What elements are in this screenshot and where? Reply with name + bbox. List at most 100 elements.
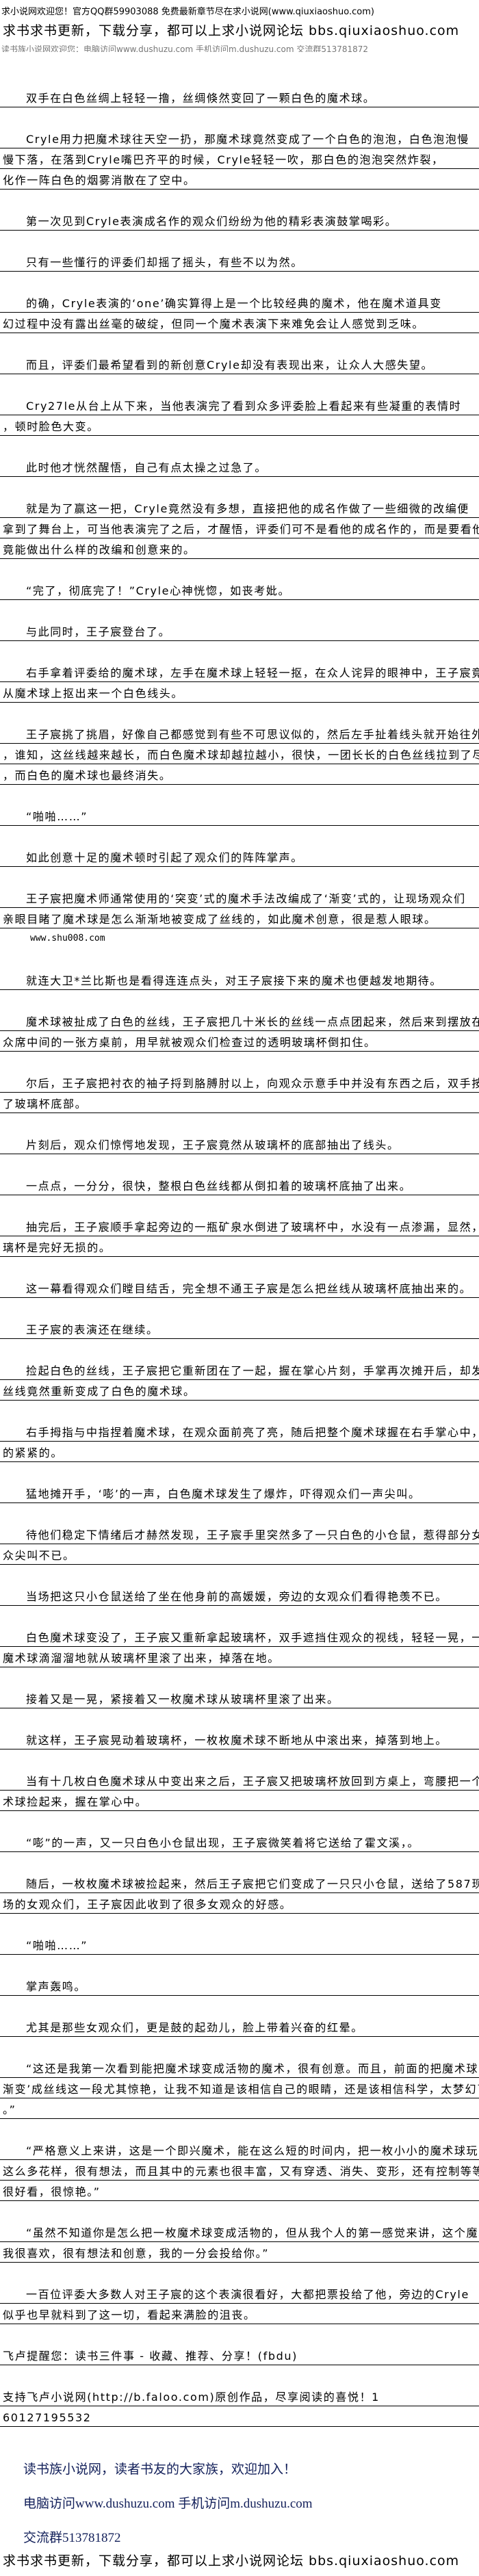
paragraph: 抽完后，王子宸顺手拿起旁边的一瓶矿泉水倒进了玻璃杯中，水没有一点渗漏，显然，玻璃… <box>0 1216 479 1257</box>
text-line: 抽完后，王子宸顺手拿起旁边的一瓶矿泉水倒进了玻璃杯中，水没有一点渗漏，显然，玻 <box>0 1216 479 1236</box>
paragraph: 这一幕看得观众们瞠目结舌，完全想不通王子宸是怎么把丝线从玻璃杯底抽出来的。 <box>0 1277 479 1298</box>
paragraph: 王子宸挑了挑眉，好像自己都感觉到有些不可思议似的，然后左手扯着线头就开始往外拉，… <box>0 723 479 785</box>
promo-line-2: 电脑访问www.dushuzu.com 手机访问m.dushuzu.com <box>23 2497 313 2511</box>
text-line: 当有十几枚白色魔术球从中变出来之后，王子宸又把玻璃杯放回到方桌上，弯腰把一个魔 <box>0 1770 479 1791</box>
paragraph: 王子宸的表演还在继续。 <box>0 1318 479 1339</box>
text-line: 就这样，王子宸晃动着玻璃杯，一枚枚魔术球不断地从中滚出来，掉落到地上。 <box>0 1729 479 1749</box>
text-line: 从魔术球上抠出来一个白色线头。 <box>0 682 479 703</box>
text-line: 待他们稳定下情绪后才赫然发现，王子宸手里突然多了一只白色的小仓鼠，惹得部分女观 <box>0 1524 479 1544</box>
paragraph: 就这样，王子宸晃动着玻璃杯，一枚枚魔术球不断地从中滚出来，掉落到地上。 <box>0 1729 479 1749</box>
text-line: 的紧紧的。 <box>0 1442 479 1462</box>
paragraph: “啪啪……” <box>0 805 479 826</box>
text-line: Cryle用力把魔术球往天空一扔，那魔术球竟然变成了一个白色的泡泡，白色泡泡慢 <box>0 128 479 148</box>
text-line: 似乎也早就料到了这一切，看起来满脸的沮丧。 <box>0 2304 479 2324</box>
text-line: 亲眼目睹了魔术球是怎么渐渐地被变成了丝线的，如此魔术创意，很是惹人眼球。 <box>0 908 479 928</box>
paragraph: 当有十几枚白色魔术球从中变出来之后，王子宸又把玻璃杯放回到方桌上，弯腰把一个魔术… <box>0 1770 479 1811</box>
text-line: “啪啪……” <box>0 1934 479 1955</box>
paragraph: 只有一些懂行的评委们却摇了摇头，有些不以为然。 <box>0 251 479 272</box>
text-line: 接着又是一晃，紧接着又一枚魔术球从玻璃杯里滚了出来。 <box>0 1688 479 1708</box>
site-welcome-banner: 求小说网欢迎您！官方QQ群59903088 免费最新章节尽在求小说网(www.q… <box>1 7 374 17</box>
paragraph: 双手在白色丝绸上轻轻一撸，丝绸倏然变回了一颗白色的魔术球。 <box>0 87 479 107</box>
text-line: 一点点，一分分，很快，整根白色丝线都从倒扣着的玻璃杯底抽了出来。 <box>0 1175 479 1195</box>
text-line: 一百位评委大多数人对王子宸的这个表演很看好，大都把票投给了他，旁边的Cryle <box>0 2283 479 2304</box>
text-line: 。” <box>0 2098 479 2119</box>
promo-line-3: 交流群513781872 <box>23 2531 121 2545</box>
text-line: “完了，彻底完了！”Cryle心神恍惚，如丧考妣。 <box>0 580 479 600</box>
text-line: 了玻璃杯底部。 <box>0 1093 479 1113</box>
paragraph: 捡起白色的丝线，王子宸把它重新团在了一起，握在掌心片刻，手掌再次摊开后，却发现丝… <box>0 1359 479 1401</box>
paragraph: 此时他才恍然醒悟，自己有点太操之过急了。 <box>0 456 479 477</box>
text-line: 随后，一枚枚魔术球被捡起来，然后王子宸把它们变成了一只只小仓鼠，送给了587现 <box>0 1873 479 1893</box>
text-line: 只有一些懂行的评委们却摇了摇头，有些不以为然。 <box>0 251 479 272</box>
text-line: 场的女观众们，王子宸因此收到了很多女观众的好感。 <box>0 1893 479 1914</box>
text-line: “严格意义上来讲，这是一个即兴魔术，能在这么短的时间内，把一枚小小的魔术球玩出 <box>0 2139 479 2160</box>
paragraph: 而且，评委们最希望看到的新创意Cryle却没有表现出来，让众人大感失望。 <box>0 354 479 374</box>
text-line: 这一幕看得观众们瞠目结舌，完全想不通王子宸是怎么把丝线从玻璃杯底抽出来的。 <box>0 1277 479 1298</box>
text-line: 支持飞卢小说网(http://b.faloo.com)原创作品，尽享阅读的喜悦！… <box>0 2386 479 2406</box>
text-line: 王子宸的表演还在继续。 <box>0 1318 479 1339</box>
text-line: 魔术球被扯成了白色的丝线，王子宸把几十米长的丝线一点点团起来，然后来到摆放在观 <box>0 1011 479 1031</box>
paragraph: “虽然不知道你是怎么把一枚魔术球变成活物的，但从我个人的第一感觉来讲，这个魔术我… <box>0 2222 479 2263</box>
text-line: 就连大卫*兰比斯也是看得连连点头，对王子宸接下来的魔术也便越发地期待。 <box>0 970 479 990</box>
text-line: ，谁知，这丝线越来越长，而白色魔术球却越拉越小，很快，一团长长的白色丝线拉到了尽… <box>0 744 479 764</box>
paragraph: 掌声轰鸣。 <box>0 1975 479 1996</box>
paragraph: “嘭”的一声，又一只白色小仓鼠出现，王子宸微笑着将它送给了霍文溪，。 <box>0 1832 479 1852</box>
paragraph: 当场把这只小仓鼠送给了坐在他身前的高媛媛，旁边的女观众们看得艳羡不已。 <box>0 1585 479 1606</box>
text-line: 猛地摊开手，‘嘭’的一声，白色魔术球发生了爆炸，吓得观众们一声尖叫。 <box>0 1483 479 1503</box>
paragraph: “严格意义上来讲，这是一个即兴魔术，能在这么短的时间内，把一枚小小的魔术球玩出这… <box>0 2139 479 2201</box>
text-line: “嘭”的一声，又一只白色小仓鼠出现，王子宸微笑着将它送给了霍文溪，。 <box>0 1832 479 1852</box>
promo-line-1: 读书族小说网，读者书友的大家族，欢迎加入！ <box>23 2462 297 2477</box>
text-line: Cry27le从台上从下来，当他表演完了看到众多评委脸上看起来有些凝重的表情时 <box>0 395 479 415</box>
paragraph: 王子宸把魔术师通常使用的‘突变’式的魔术手法改编成了‘渐变’式的，让现场观众们亲… <box>0 887 479 928</box>
paragraph: 就是为了赢这一把，Cryle竟然没有多想，直接把他的成名作做了一些细微的改编便拿… <box>0 497 479 559</box>
text-line: 璃杯是完好无损的。 <box>0 1236 479 1257</box>
text-line: 此时他才恍然醒悟，自己有点太操之过急了。 <box>0 456 479 477</box>
paragraph: 待他们稳定下情绪后才赫然发现，王子宸手里突然多了一只白色的小仓鼠，惹得部分女观众… <box>0 1524 479 1565</box>
paragraph: 尤其是那些女观众们，更是鼓的起劲儿，脸上带着兴奋的红晕。 <box>0 2016 479 2037</box>
text-line: 魔术球滴溜溜地就从玻璃杯里滚了出来，掉落在地。 <box>0 1647 479 1667</box>
text-line: 与此同时，王子宸登台了。 <box>0 621 479 641</box>
text-line: 当场把这只小仓鼠送给了坐在他身前的高媛媛，旁边的女观众们看得艳羡不已。 <box>0 1585 479 1606</box>
paragraph: 魔术球被扯成了白色的丝线，王子宸把几十米长的丝线一点点团起来，然后来到摆放在观众… <box>0 1011 479 1052</box>
text-line: 王子宸把魔术师通常使用的‘突变’式的魔术手法改编成了‘渐变’式的，让现场观众们 <box>0 887 479 908</box>
paragraph: 的确，Cryle表演的‘one’确实算得上是一个比较经典的魔术，他在魔术道具变幻… <box>0 292 479 333</box>
paragraph: “完了，彻底完了！”Cryle心神恍惚，如丧考妣。 <box>0 580 479 600</box>
paragraph: 第一次见到Cryle表演成名作的观众们纷纷为他的精彩表演鼓掌喝彩。 <box>0 210 479 231</box>
paragraph: 接着又是一晃，紧接着又一枚魔术球从玻璃杯里滚了出来。 <box>0 1688 479 1708</box>
text-line: 如此创意十足的魔术顿时引起了观众们的阵阵掌声。 <box>0 846 479 867</box>
text-line: 王子宸挑了挑眉，好像自己都感觉到有些不可思议似的，然后左手扯着线头就开始往外拉 <box>0 723 479 744</box>
text-line: 片刻后，观众们惊愕地发现，王子宸竟然从玻璃杯的底部抽出了线头。 <box>0 1134 479 1154</box>
dushuzu-promo: 读书族小说网，读者书友的大家族，欢迎加入！ 电脑访问www.dushuzu.co… <box>23 2453 313 2555</box>
text-line: 飞卢提醒您：读书三件事 - 收藏、推荐、分享！(fbdu) <box>0 2345 479 2365</box>
chapter-text: 双手在白色丝绸上轻轻一撸，丝绸倏然变回了一颗白色的魔术球。 Cryle用力把魔术球… <box>0 87 479 2447</box>
text-line: “这还是我第一次看到能把魔术球变成活物的魔术，很有创意。而且，前面的把魔术球‘ <box>0 2057 479 2078</box>
text-line: 就是为了赢这一把，Cryle竟然没有多想，直接把他的成名作做了一些细微的改编便 <box>0 497 479 518</box>
paragraph: “这还是我第一次看到能把魔术球变成活物的魔术，很有创意。而且，前面的把魔术球‘渐… <box>0 2057 479 2119</box>
forum-banner: 求书求书更新，下载分享，都可以上求小说网论坛 bbs.qiuxiaoshuo.c… <box>3 23 460 38</box>
text-line: “虽然不知道你是怎么把一枚魔术球变成活物的，但从我个人的第一感觉来讲，这个魔术 <box>0 2222 479 2242</box>
text-line: 丝线竟然重新变成了白色的魔术球。 <box>0 1380 479 1401</box>
paragraph: 与此同时，王子宸登台了。 <box>0 621 479 641</box>
paragraph: Cryle用力把魔术球往天空一扔，那魔术球竟然变成了一个白色的泡泡，白色泡泡慢慢… <box>0 128 479 190</box>
paragraph: 尔后，王子宸把衬衣的袖子捋到胳膊肘以上，向观众示意手中并没有东西之后，双手按在了… <box>0 1072 479 1113</box>
paragraph: 片刻后，观众们惊愕地发现，王子宸竟然从玻璃杯的底部抽出了线头。 <box>0 1134 479 1154</box>
paragraph: 右手拇指与中指捏着魔术球，在观众面前亮了亮，随后把整个魔术球握在右手掌心中，攥的… <box>0 1421 479 1462</box>
paragraph: 猛地摊开手，‘嘭’的一声，白色魔术球发生了爆炸，吓得观众们一声尖叫。 <box>0 1483 479 1503</box>
paragraph: 右手拿着评委给的魔术球，左手在魔术球上轻轻一抠，在众人诧异的眼神中，王子宸竟然从… <box>0 662 479 703</box>
text-line: 我很喜欢，很有想法和创意，我的一分会投给你。” <box>0 2242 479 2263</box>
text-line: ，而白色的魔术球也最终消失。 <box>0 764 479 785</box>
text-line: 很好看，很惊艳。” <box>0 2181 479 2201</box>
text-line: 第一次见到Cryle表演成名作的观众们纷纷为他的精彩表演鼓掌喝彩。 <box>0 210 479 231</box>
dushuzu-faded-banner: 读书族小说网欢迎您：电脑访问www.dushuzu.com 手机访问m.dush… <box>1 45 369 52</box>
text-line: 拿到了舞台上，可当他表演完了之后，才醒悟，评委们可不是看他的成名作的，而是要看他… <box>0 518 479 538</box>
footer-forum-banner: 求书求书更新，下载分享，都可以上求小说网论坛 bbs.qiuxiaoshuo.c… <box>3 2553 460 2568</box>
text-line: 右手拿着评委给的魔术球，左手在魔术球上轻轻一抠，在众人诧异的眼神中，王子宸竟然 <box>0 662 479 682</box>
text-line: 渐变’成丝线这一段尤其惊艳，让我不知道是该相信自己的眼睛，还是该相信科学，太梦幻… <box>0 2078 479 2098</box>
text-line: 尔后，王子宸把衬衣的袖子捋到胳膊肘以上，向观众示意手中并没有东西之后，双手按在 <box>0 1072 479 1093</box>
paragraph: 支持飞卢小说网(http://b.faloo.com)原创作品，尽享阅读的喜悦！… <box>0 2386 479 2427</box>
paragraph: Cry27le从台上从下来，当他表演完了看到众多评委脸上看起来有些凝重的表情时，… <box>0 395 479 436</box>
text-line: 捡起白色的丝线，王子宸把它重新团在了一起，握在掌心片刻，手掌再次摊开后，却发现 <box>0 1359 479 1380</box>
paragraph: “啪啪……” <box>0 1934 479 1955</box>
text-line: 这么多花样，很有想法，而且其中的元素也很丰富，又有穿透、消失、变形，还有控制等等… <box>0 2160 479 2181</box>
